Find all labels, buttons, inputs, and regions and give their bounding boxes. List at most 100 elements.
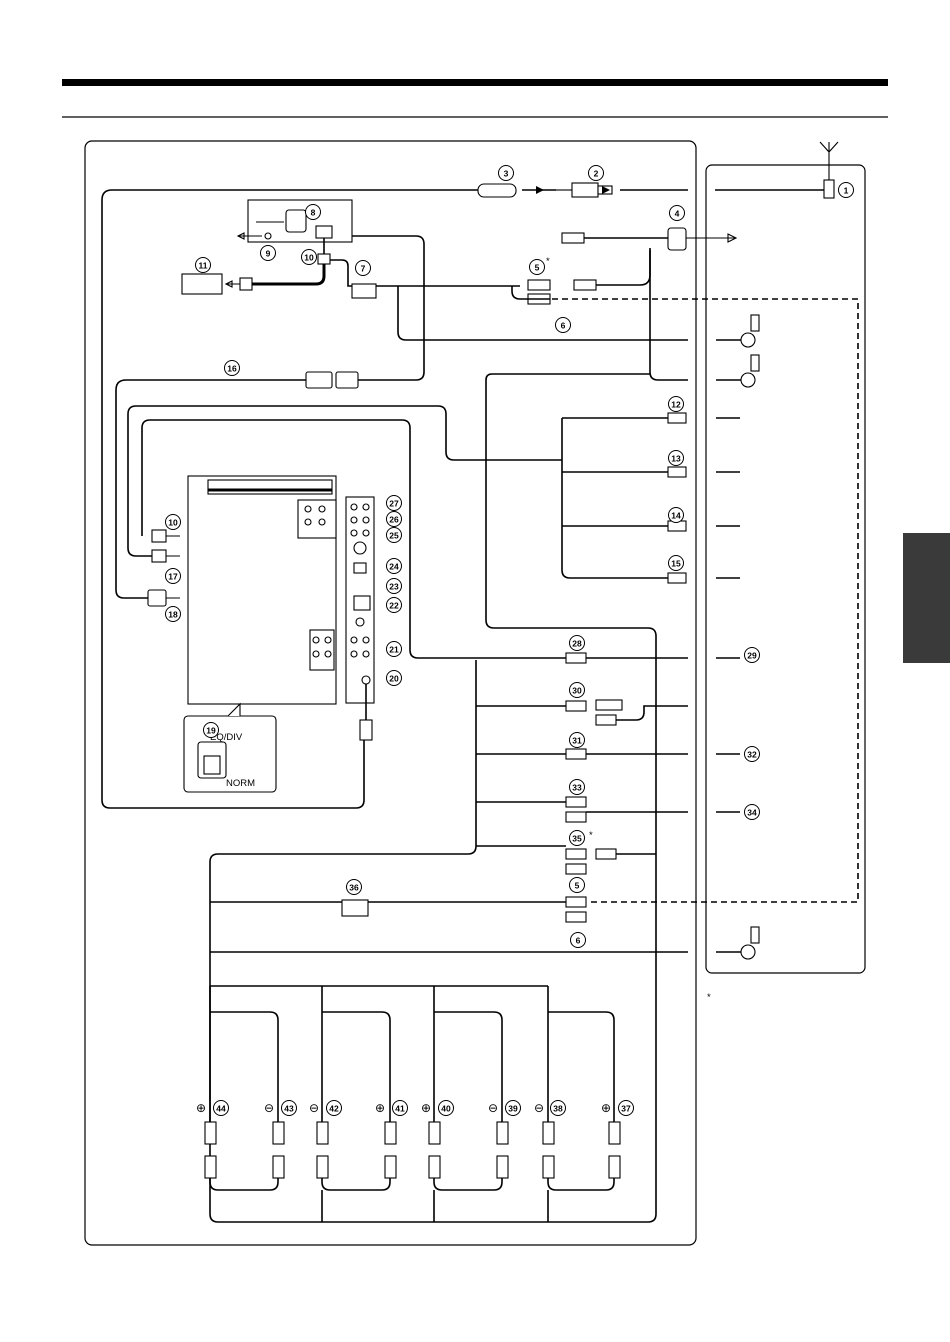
plug-15 [668, 573, 686, 583]
callout-number: 21 [389, 645, 399, 655]
callout-c2: 2 [589, 166, 604, 181]
plug-31 [566, 749, 586, 759]
minus-39: ⊖ [488, 1101, 498, 1115]
plug-33-b [566, 812, 586, 822]
callout-c6a: 6 [556, 318, 571, 333]
callout-number: 1 [844, 186, 849, 196]
callout-number: 8 [311, 208, 316, 218]
callout-number: 44 [216, 1104, 226, 1114]
callout-number: 27 [389, 499, 399, 509]
callout-c23: 23 [387, 579, 402, 594]
callout-number: 12 [671, 400, 681, 410]
minus-42: ⊖ [309, 1101, 319, 1115]
plus-40: ⊕ [421, 1101, 431, 1115]
callout-number: 18 [168, 610, 178, 620]
wire-right-vertical [650, 250, 688, 380]
callout-number: 39 [508, 1104, 518, 1114]
callout-number: 25 [389, 531, 399, 541]
plug-35-b [596, 849, 616, 859]
arrow-11 [226, 281, 240, 287]
callout-c43: 43 [282, 1101, 297, 1116]
wire-688-vertical [486, 374, 650, 380]
callout-number: 43 [284, 1104, 294, 1114]
callout-number: 20 [389, 674, 399, 684]
callout-c20: 20 [387, 671, 402, 686]
callout-number: 41 [395, 1104, 405, 1114]
callout-c24: 24 [387, 559, 402, 574]
callout-number: 31 [572, 736, 582, 746]
callout-c35: 35 [570, 831, 585, 846]
connector-36 [342, 900, 368, 916]
module-jack [265, 233, 271, 239]
callout-c39: 39 [506, 1101, 521, 1116]
callout-c34: 34 [745, 805, 760, 820]
connector-10-top [318, 254, 330, 264]
callout-c16: 16 [225, 361, 240, 376]
callout-number: 40 [441, 1104, 451, 1114]
minus-38: ⊖ [534, 1101, 544, 1115]
connector-11-plug [240, 278, 252, 290]
plug-13 [668, 467, 686, 477]
connector-4 [668, 228, 686, 250]
callout-c4: 4 [670, 206, 685, 221]
minus-43: ⊖ [264, 1101, 274, 1115]
plug-33-a [566, 797, 586, 807]
wire-stubs-right [716, 658, 740, 812]
plug-5-lower-a [566, 897, 586, 907]
callout-number: 37 [621, 1104, 631, 1114]
unit-11 [182, 274, 222, 294]
callout-c1: 1 [839, 183, 854, 198]
callout-number: 26 [389, 515, 399, 525]
callout-c5b: 5 [570, 878, 585, 893]
connector-16-b [336, 372, 358, 388]
callout-number: 10 [304, 253, 314, 263]
wire-module-out [352, 236, 424, 380]
plug-12 [668, 413, 686, 423]
plug-30-a [566, 701, 586, 711]
plug-5-b [574, 280, 596, 290]
plug-arrows [166, 536, 180, 598]
callout-number: 6 [576, 936, 581, 946]
wire-7 [330, 260, 688, 340]
callout-c19: 19 [204, 723, 219, 738]
header-rule-thick [62, 79, 888, 86]
callout-c37: 37 [619, 1101, 634, 1116]
module-button [286, 210, 306, 232]
asterisk-35: * [589, 830, 593, 841]
plug-30-c [596, 700, 622, 710]
callout-number: 29 [747, 651, 757, 661]
callout-c9: 9 [261, 246, 276, 261]
callout-number: 19 [206, 726, 216, 736]
callout-c41: 41 [393, 1101, 408, 1116]
plug-10-left [152, 530, 166, 542]
callout-c33: 33 [570, 780, 585, 795]
callout-c10a: 10 [302, 250, 317, 265]
callout-c12: 12 [669, 397, 684, 412]
callout-c15: 15 [669, 556, 684, 571]
callout-c40: 40 [439, 1101, 454, 1116]
callout-number: 5 [535, 263, 540, 273]
plug-5-lower-b [566, 912, 586, 922]
callout-c7: 7 [356, 261, 371, 276]
callout-number: 15 [671, 559, 681, 569]
wire-speaker-loops [210, 1178, 614, 1222]
callout-c36: 36 [347, 880, 362, 895]
plus-37: ⊕ [601, 1101, 611, 1115]
callout-number: 3 [504, 169, 509, 179]
switch-bottom-label: NORM [226, 778, 255, 789]
callout-c38: 38 [551, 1101, 566, 1116]
plug-5-a [528, 280, 550, 290]
callout-c5a: 5 [530, 260, 545, 275]
callout-number: 38 [553, 1104, 563, 1114]
callout-c42: 42 [327, 1101, 342, 1116]
callout-c17: 17 [166, 569, 181, 584]
plug-17 [152, 550, 166, 562]
callout-c31: 31 [570, 733, 585, 748]
head-unit-jacks-top [298, 500, 336, 538]
plug-18 [148, 590, 166, 606]
callout-c11: 11 [196, 258, 211, 273]
callout-number: 28 [572, 639, 582, 649]
callout-number: 35 [572, 834, 582, 844]
callout-number: 33 [572, 783, 582, 793]
